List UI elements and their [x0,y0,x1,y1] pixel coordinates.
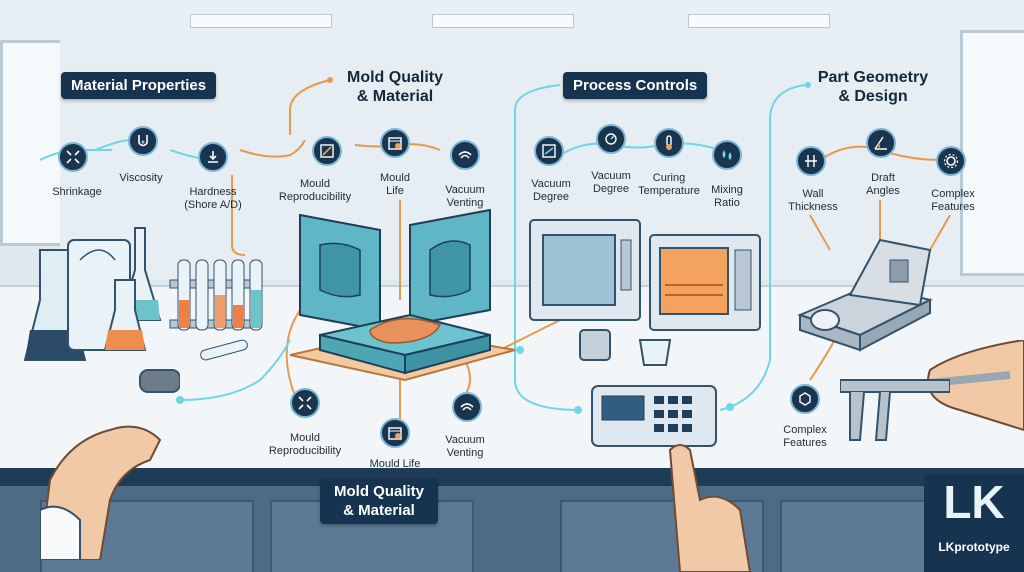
drops-icon [712,140,742,170]
gear-icon [936,146,966,176]
control-panel-illustration [591,385,717,447]
window-right [960,30,1024,276]
hardness-label: Hardness (Shore A/D) [184,186,242,211]
thermometer-icon [654,128,684,158]
mould-life-label-top: Mould Life [380,172,410,197]
vacuum-venting-label-top: Vacuum Venting [445,184,485,209]
silicone-mold-illustration [290,208,516,382]
caliper-illustration [840,379,950,441]
ceiling-light [190,14,332,28]
vacuum-degree-label-1: Vacuum Degree [531,178,571,203]
calendar-clock-icon [380,128,410,158]
hardness-icon [198,142,228,172]
hand-left-illustration [40,369,180,560]
shrinkage-icon [58,142,88,172]
brand-name: LKprototype [938,540,1010,554]
glassware-illustration [23,227,263,361]
vent-icon [450,140,480,170]
mold-quality-title-bottom: Mold Quality & Material [320,478,438,524]
gauge-icon [596,124,626,154]
viscosity-icon [128,126,158,156]
brand-logo [924,474,1024,572]
reproducibility-icon [290,388,320,418]
mould-reproducibility-label-bottom: Mould Reproducibility [268,432,342,457]
mould-reproducibility-label-top: Mould Reproducibility [278,178,352,203]
calendar-clock-icon [380,418,410,448]
viscosity-label: Viscosity [119,172,163,184]
vacuum-venting-label-bottom: Vacuum Venting [445,434,485,459]
hand-pressing-illustration [668,444,752,572]
feature-cube-icon [790,384,820,414]
shrinkage-label: Shrinkage [52,186,102,198]
mold-quality-title-top: Mold Quality & Material [347,69,443,105]
part-geometry-title: Part Geometry & Design [817,69,929,105]
complex-features-label-bottom: Complex Features [783,424,827,449]
part-geometry-illustration [797,238,933,352]
angle-icon [866,128,896,158]
reproducibility-icon [312,136,342,166]
ceiling-light [432,14,574,28]
vent-icon [452,392,482,422]
vacuum-chamber-icon [534,136,564,166]
complex-features-label-top: Complex Features [931,188,975,213]
wall-thickness-label: Wall Thickness [788,188,838,213]
lab-bench-edge [0,468,1024,486]
material-properties-title: Material Properties [61,72,217,99]
vacuum-degree-label-2: Vacuum Degree [591,170,631,195]
curing-temperature-label: Curing Temperature [638,172,700,197]
brand-mark: LK [943,476,1005,528]
mixing-ratio-label: Mixing Ratio [711,184,743,209]
mould-life-label-bottom: Mould Life [369,458,421,470]
ceiling-light [688,14,830,28]
vacuum-oven-illustration [529,219,761,366]
wall-thickness-icon [796,146,826,176]
process-controls-title: Process Controls [563,72,708,99]
draft-angles-label: Draft Angles [866,172,900,197]
